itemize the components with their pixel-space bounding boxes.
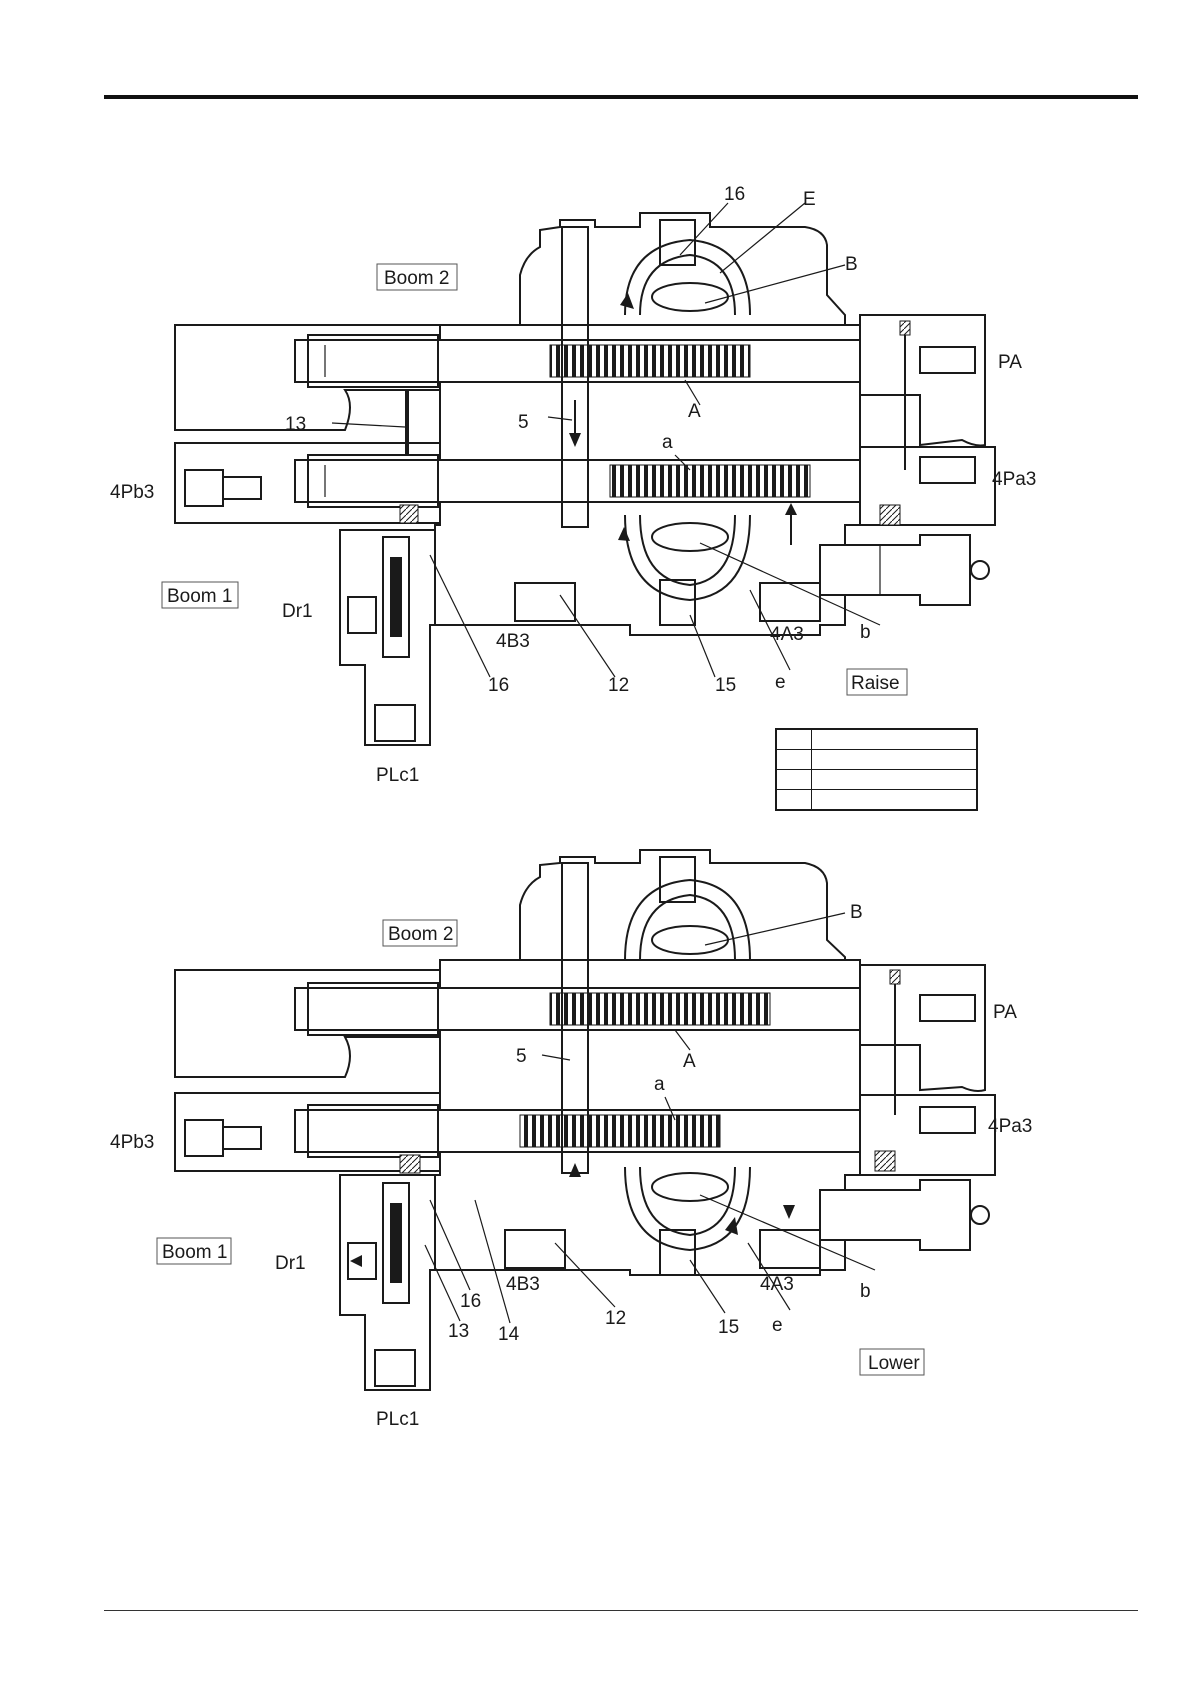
callout-b: B	[845, 254, 858, 275]
callout-14: 14	[498, 1324, 520, 1345]
callout-16-top: 16	[724, 185, 745, 205]
callout-15: 15	[715, 675, 736, 696]
callout-b-lower: b	[860, 622, 871, 643]
callout-4b3: 4B3	[506, 1274, 540, 1295]
callout-5: 5	[518, 412, 529, 433]
callout-b-lower: b	[860, 1281, 871, 1302]
callout-13: 13	[448, 1321, 469, 1342]
callout-a-lower: a	[662, 432, 673, 453]
label-boom2: Boom 2	[384, 268, 449, 289]
raise-valve-cross-section: 16 E B PA A 5 13 a 4Pb3 4Pa3 Dr1 4B3 4A3…	[100, 185, 1140, 825]
callout-4b3: 4B3	[496, 631, 530, 652]
label-raise: Raise	[851, 673, 900, 694]
callout-5: 5	[516, 1046, 527, 1067]
raise-diagram: 16 E B PA A 5 13 a 4Pb3 4Pa3 Dr1 4B3 4A3…	[100, 185, 1140, 825]
callout-4pa3: 4Pa3	[992, 469, 1036, 490]
callout-12: 12	[605, 1308, 626, 1329]
callout-4pb3: 4Pb3	[110, 482, 154, 503]
table-row	[776, 729, 977, 750]
callout-e: e	[772, 1315, 783, 1336]
header-rule	[104, 95, 1138, 99]
relief-valve-body	[340, 530, 435, 745]
callout-a: A	[683, 1051, 696, 1072]
callout-4pb3: 4Pb3	[110, 1132, 154, 1153]
callout-dr1: Dr1	[275, 1253, 306, 1274]
lower-diagram: B PA 5 A a 4Pb3 4Pa3 Dr1 4B3 4A3 b 16 13…	[100, 845, 1140, 1445]
table-row	[776, 750, 977, 770]
right-bonnet-upper	[860, 315, 985, 445]
valve-body	[520, 213, 845, 325]
callout-4pa3: 4Pa3	[988, 1116, 1032, 1137]
callout-b: B	[850, 902, 863, 923]
table-row	[776, 790, 977, 811]
callout-12: 12	[608, 675, 629, 696]
callout-4a3: 4A3	[760, 1274, 794, 1295]
callout-16: 16	[460, 1291, 481, 1312]
table-row	[776, 770, 977, 790]
callout-plc1: PLc1	[376, 765, 419, 786]
callout-13: 13	[285, 414, 306, 435]
callout-e: E	[803, 189, 816, 210]
callout-4a3: 4A3	[770, 624, 804, 645]
callout-16-bottom: 16	[488, 675, 509, 696]
label-boom1: Boom 1	[167, 586, 232, 607]
overload-relief-valve	[820, 535, 970, 605]
callout-a-lower: a	[654, 1074, 665, 1095]
footer-rule	[104, 1610, 1138, 1611]
line-13	[405, 390, 409, 455]
lower-valve-cross-section: B PA 5 A a 4Pb3 4Pa3 Dr1 4B3 4A3 b 16 13…	[100, 845, 1140, 1445]
callout-pa: PA	[993, 1002, 1017, 1023]
callout-pa: PA	[998, 352, 1022, 373]
label-lower: Lower	[868, 1353, 920, 1374]
label-boom1: Boom 1	[162, 1242, 227, 1263]
callout-dr1: Dr1	[282, 601, 313, 622]
key-table	[775, 728, 978, 811]
label-boom2: Boom 2	[388, 924, 453, 945]
callout-e-lower: e	[775, 672, 786, 693]
callout-15: 15	[718, 1317, 739, 1338]
callout-a: A	[688, 401, 701, 422]
callout-plc1: PLc1	[376, 1409, 419, 1430]
